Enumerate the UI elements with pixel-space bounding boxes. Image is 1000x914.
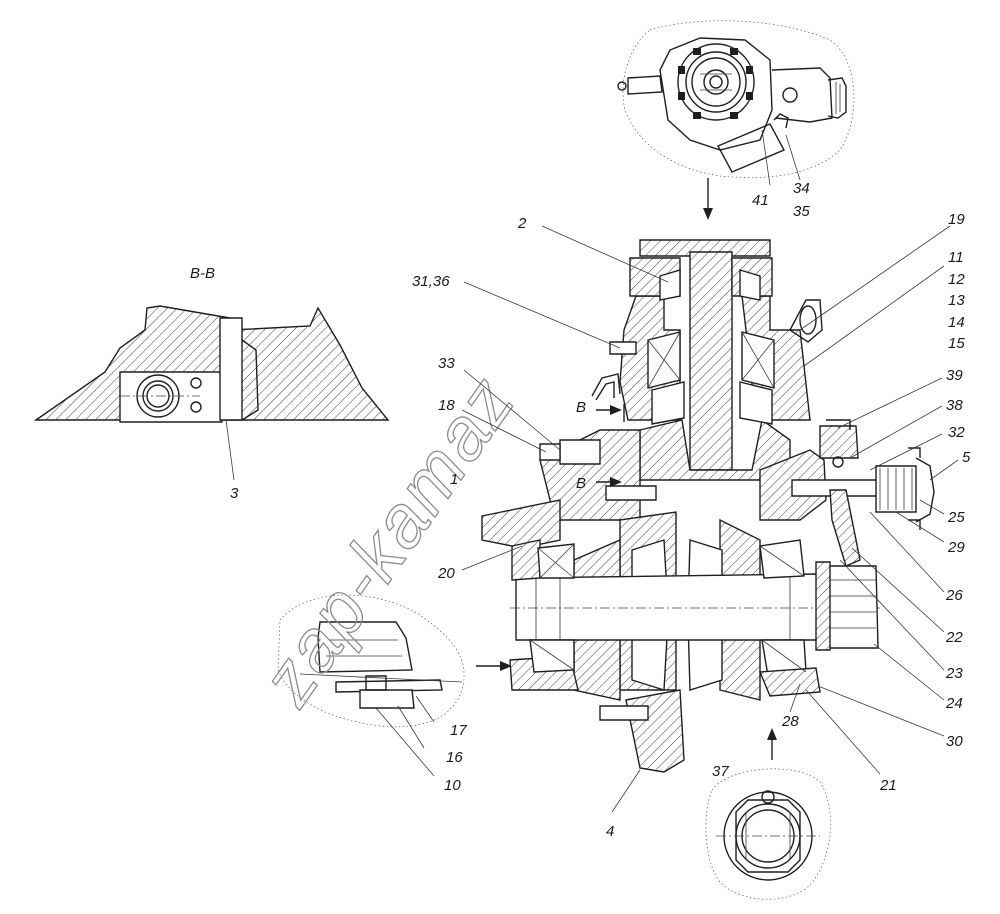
section-bb-view: B-B 3 (33, 265, 390, 502)
callout-labels: 2 19 11 12 13 14 15 31,36 39 38 32 5 25 … (412, 211, 971, 840)
main-section-view: B B (481, 239, 935, 773)
callout-29: 29 (947, 539, 965, 556)
callout-26: 26 (945, 587, 963, 604)
callout-2: 2 (517, 215, 527, 232)
section-bb-title: B-B (190, 265, 215, 282)
callout-41: 41 (752, 192, 769, 209)
callout-33: 33 (438, 355, 455, 372)
flange-bolt-holes (678, 48, 753, 119)
callout-11: 11 (948, 249, 964, 266)
callout-20: 20 (437, 565, 455, 582)
callout-39: 39 (946, 367, 963, 384)
leader-lines (461, 225, 959, 813)
section-mark-b-lower: B (576, 475, 586, 492)
callout-38: 38 (946, 397, 963, 414)
callout-31-36: 31,36 (412, 273, 450, 290)
callout-1: 1 (450, 471, 458, 488)
callout-30: 30 (946, 733, 963, 750)
detail-view: 17 16 10 (277, 594, 512, 794)
callout-21: 21 (879, 777, 897, 794)
callout-16: 16 (446, 749, 463, 766)
callout-34: 34 (793, 180, 810, 197)
callout-37: 37 (712, 763, 729, 780)
callout-15: 15 (948, 335, 965, 352)
callout-4: 4 (606, 823, 614, 840)
callout-24: 24 (945, 695, 963, 712)
callout-3: 3 (230, 485, 239, 502)
callout-13: 13 (948, 292, 965, 309)
callout-25: 25 (947, 509, 965, 526)
callout-12: 12 (948, 271, 965, 288)
callout-14: 14 (948, 314, 965, 331)
bottom-detail-view: 37 (705, 728, 831, 900)
section-mark-b-upper: B (576, 399, 586, 416)
callout-23: 23 (945, 665, 963, 682)
callout-10: 10 (444, 777, 461, 794)
callout-18: 18 (438, 397, 455, 414)
top-flange-view: 41 34 35 (617, 20, 855, 220)
callout-35: 35 (793, 203, 810, 220)
callout-22: 22 (945, 629, 963, 646)
callout-32: 32 (948, 424, 965, 441)
callout-17: 17 (450, 722, 467, 739)
callout-19: 19 (948, 211, 965, 228)
callout-28: 28 (781, 713, 799, 730)
callout-5: 5 (962, 449, 971, 466)
